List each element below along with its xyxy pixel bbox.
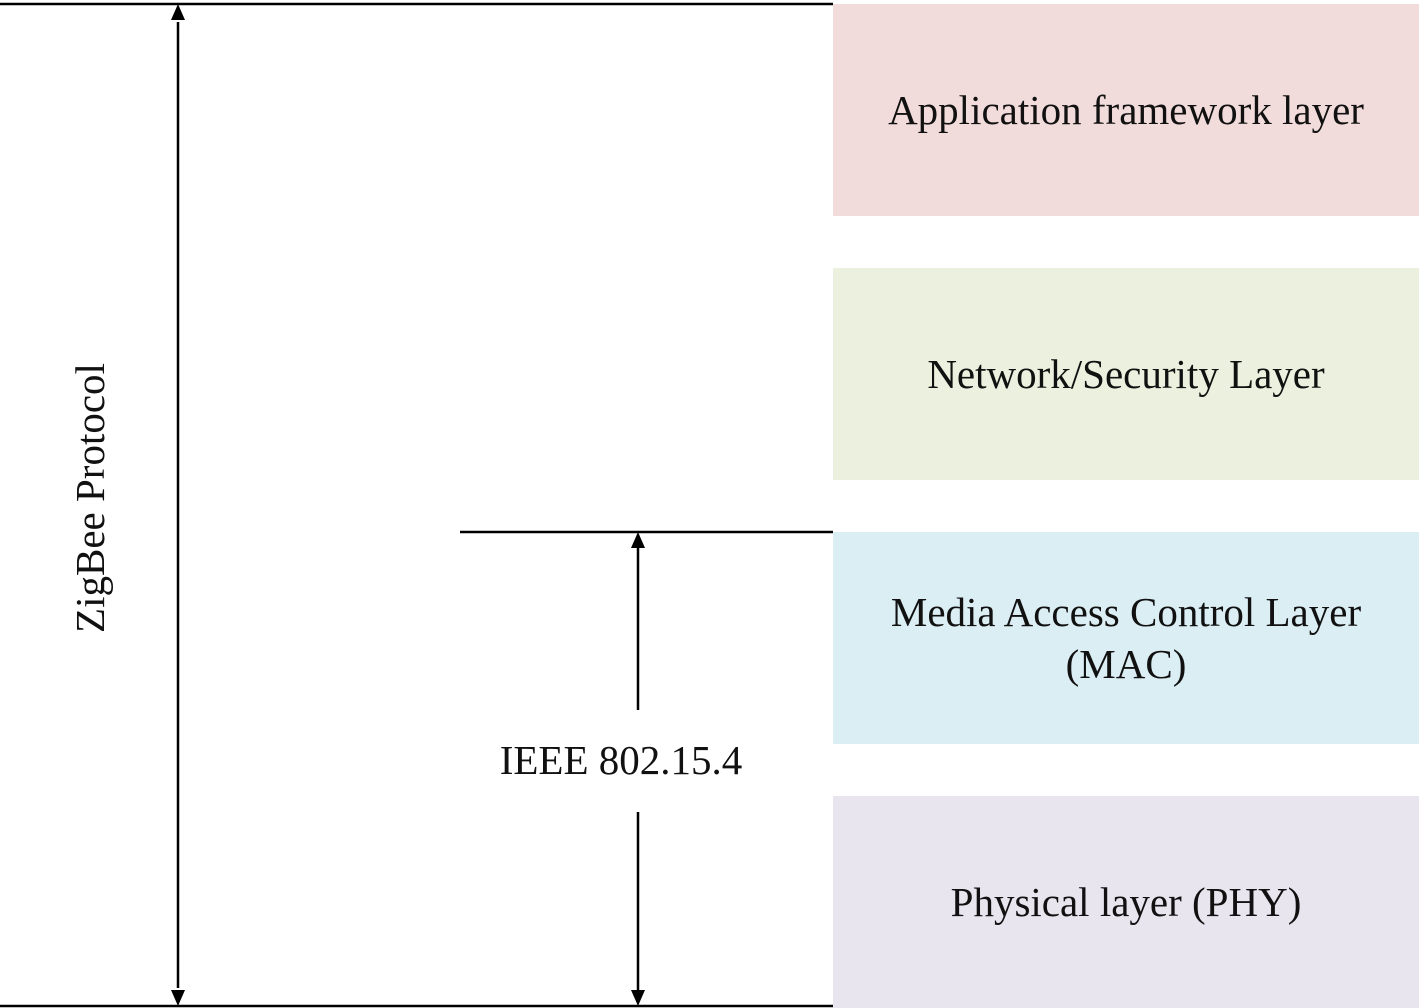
layer-label: Physical layer (PHY) (950, 879, 1302, 925)
physical-layer-box: Physical layer (PHY) (833, 796, 1419, 1008)
network-security-layer-box: Network/Security Layer (833, 268, 1419, 480)
zigbee-arrow-up-icon (171, 4, 185, 20)
layer-label: Network/Security Layer (927, 351, 1325, 397)
media-access-control-layer-box: Media Access Control Layer (MAC) (833, 532, 1419, 744)
ieee-arrow-up-icon (631, 532, 645, 548)
application-framework-layer-box: Application framework layer (833, 4, 1419, 216)
ieee-802-15-4-label: IEEE 802.15.4 (497, 737, 745, 783)
layer-label: Application framework layer (888, 87, 1364, 133)
zigbee-arrow-down-icon (171, 990, 185, 1006)
ieee-arrow-down-icon (631, 990, 645, 1006)
zigbee-protocol-label: ZigBee Protocol (67, 363, 113, 633)
layer-label: Media Access Control Layer (MAC) (890, 589, 1362, 687)
